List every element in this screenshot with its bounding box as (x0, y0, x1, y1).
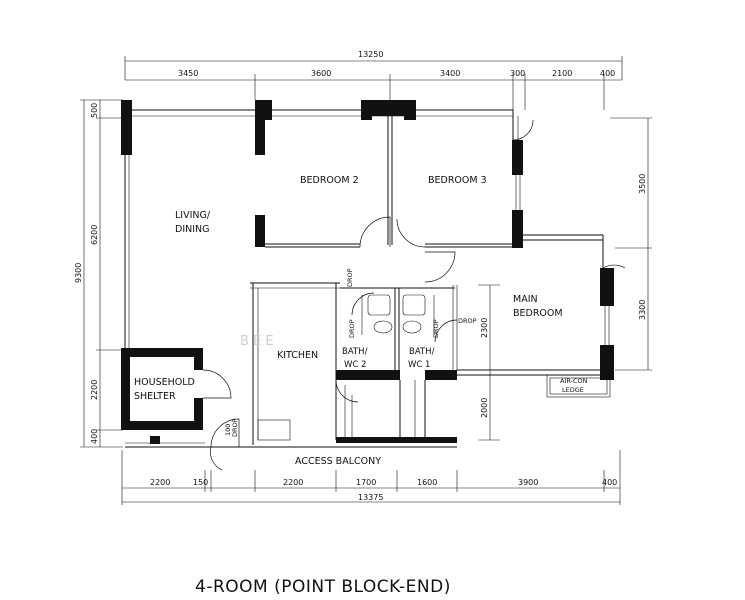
dim-left-4: 400 (90, 429, 99, 444)
room-bath-wc2-label-1: BATH/ (342, 347, 368, 357)
dim-top-4: 300 (510, 69, 525, 78)
dim-right-1: 3500 (638, 174, 647, 194)
dim-bottom-1: 2200 (150, 478, 170, 487)
drop-100-label: 100 (224, 424, 232, 436)
room-shelter-label-2: SHELTER (134, 391, 176, 402)
dim-left-3: 2200 (90, 380, 99, 400)
dim-bottom-4: 1700 (356, 478, 376, 487)
room-aircon-label-1: AIR-CON (560, 377, 588, 385)
drop-label-3: DROP (432, 319, 440, 338)
dim-inner-2300: 2300 (480, 318, 489, 338)
misc-labels: DROP DROP DROP DROP DROP 100 B E E (224, 268, 477, 437)
room-aircon-label-2: LEDGE (562, 386, 584, 394)
dimension-text: 13250 3450 3600 3400 300 2100 400 2200 1… (74, 50, 647, 502)
dim-left-2: 6200 (90, 225, 99, 245)
dim-top-5: 2100 (552, 69, 572, 78)
plan-title: 4-ROOM (POINT BLOCK-END) (195, 577, 451, 597)
drop-label-2: DROP (348, 319, 356, 338)
dim-bottom-total: 13375 (358, 493, 383, 502)
drop-label-4: DROP (458, 317, 477, 325)
dim-top-2: 3600 (311, 69, 331, 78)
dim-top-total: 13250 (358, 50, 383, 59)
room-bath-wc1-label-1: BATH/ (409, 347, 435, 357)
room-living-label-2: DINING (175, 224, 210, 235)
dimension-lines (80, 56, 652, 505)
room-bath-wc1-label-2: WC 1 (408, 360, 430, 370)
room-living-label-1: LIVING/ (175, 210, 211, 221)
drop-label-1: DROP (346, 268, 354, 287)
room-access-balcony-label: ACCESS BALCONY (295, 456, 381, 467)
dim-bottom-3: 2200 (283, 478, 303, 487)
dim-top-3: 3400 (440, 69, 460, 78)
structure (121, 100, 614, 448)
dim-bottom-7: 400 (602, 478, 617, 487)
room-labels: LIVING/ DINING BEDROOM 2 BEDROOM 3 MAIN … (134, 175, 588, 467)
room-bedroom3-label: BEDROOM 3 (428, 175, 487, 186)
drop-label-5: DROP (231, 418, 239, 437)
dim-bottom-2: 150 (193, 478, 208, 487)
room-bedroom2-label: BEDROOM 2 (300, 175, 359, 186)
room-main-bedroom-label-2: BEDROOM (513, 308, 563, 319)
dim-left-total: 9300 (74, 263, 83, 283)
room-shelter-label-1: HOUSEHOLD (134, 377, 195, 388)
dim-bottom-5: 1600 (417, 478, 437, 487)
dim-top-6: 400 (600, 69, 615, 78)
room-main-bedroom-label-1: MAIN (513, 294, 538, 305)
doors (202, 119, 626, 471)
watermark: B E E (240, 334, 274, 349)
dim-right-2: 3300 (638, 300, 647, 320)
room-kitchen-label: KITCHEN (277, 350, 318, 361)
dim-top-1: 3450 (178, 69, 198, 78)
dim-left-1: 500 (90, 103, 99, 118)
room-bath-wc2-label-2: WC 2 (344, 360, 366, 370)
dim-inner-2000: 2000 (480, 398, 489, 418)
dim-bottom-6: 3900 (518, 478, 538, 487)
